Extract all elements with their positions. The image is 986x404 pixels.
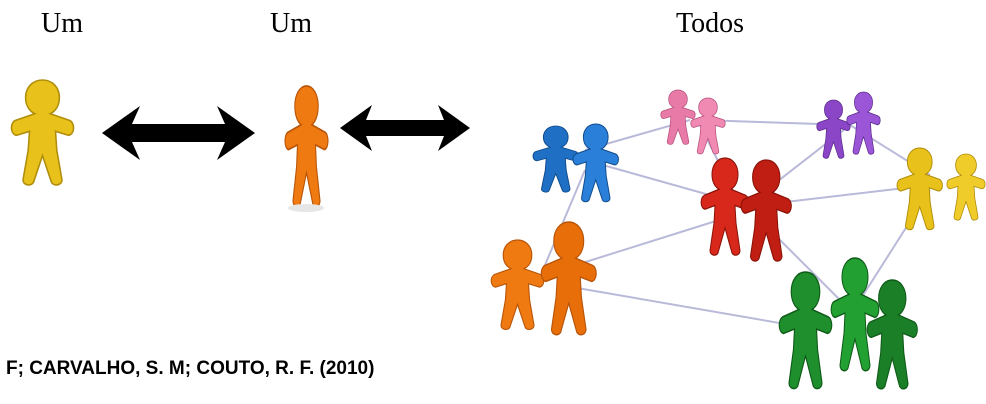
orange-person-icon [284, 85, 329, 212]
yellow-people-icon [896, 147, 986, 231]
label-um-middle: Um [270, 8, 312, 39]
orange-people-icon [490, 221, 597, 336]
citation-text: F; CARVALHO, S. M; COUTO, R. F. (2010) [6, 358, 375, 379]
label-todos: Todos [676, 8, 745, 39]
pink-people-icon [660, 89, 726, 155]
green-people-icon [778, 257, 919, 390]
yellow-person-icon [10, 79, 75, 186]
double-arrow-icon-2 [340, 105, 470, 151]
label-um-left: Um [41, 8, 83, 39]
double-arrow-icon-1 [102, 106, 255, 160]
purple-people-icon [816, 91, 881, 159]
red-people-icon [700, 157, 792, 262]
